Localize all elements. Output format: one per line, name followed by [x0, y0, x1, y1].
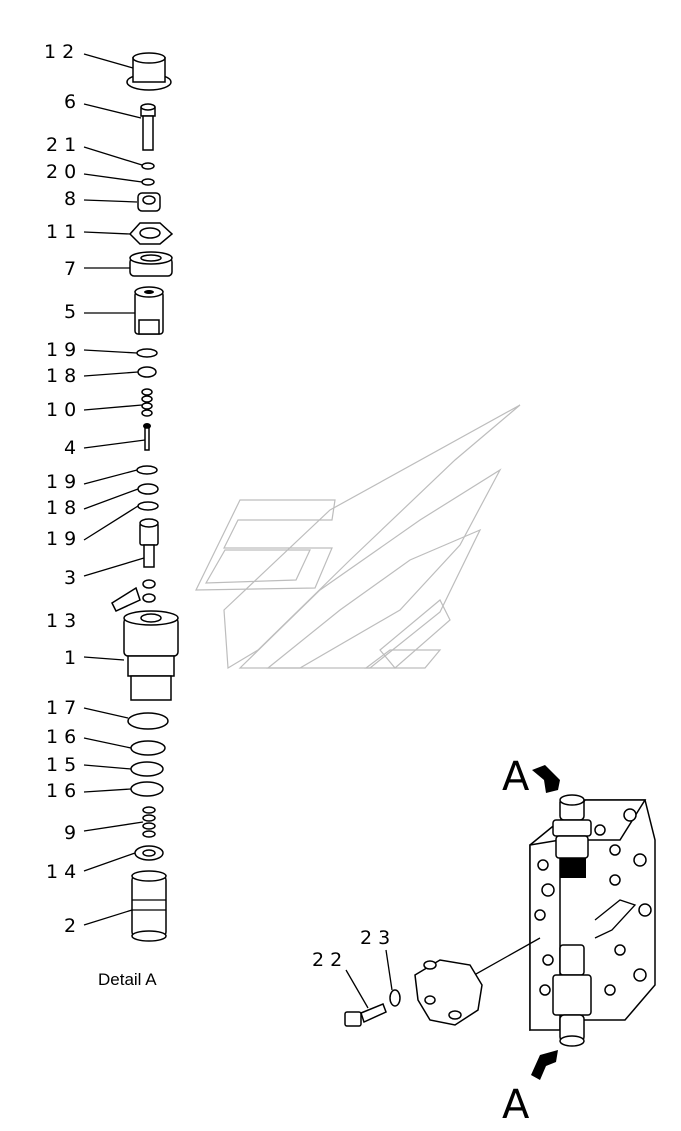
view-marker-top: A — [502, 754, 530, 800]
callout-20: 2 0 — [46, 161, 76, 183]
callout-19-a: 1 9 — [46, 339, 76, 361]
part-19-ring-b — [136, 465, 158, 475]
side-cover — [414, 959, 483, 1026]
callout-6: 6 — [64, 91, 76, 113]
part-6-pin — [140, 103, 156, 151]
valve-assembly — [459, 765, 656, 1080]
part-12-cap — [126, 52, 172, 91]
callout-11: 1 1 — [46, 221, 76, 243]
callout-21: 2 1 — [46, 134, 76, 156]
arrow-bottom — [531, 1050, 558, 1080]
callout-10: 1 0 — [46, 399, 76, 421]
part-14-washer — [134, 845, 164, 861]
detail-caption: Detail A — [98, 970, 157, 989]
watermark-logo — [195, 404, 521, 670]
part-1-body — [123, 610, 179, 701]
callout-17: 1 7 — [46, 697, 76, 719]
callout-2: 2 — [64, 915, 76, 937]
part-16-backup-b — [130, 781, 164, 797]
callout-9: 9 — [64, 822, 76, 844]
callout-3: 3 — [64, 567, 76, 589]
part-8-nut — [137, 192, 161, 212]
part-22-bolt — [344, 1003, 387, 1027]
callout-1: 1 — [64, 647, 76, 669]
part-9-spring — [142, 806, 156, 838]
part-20-ring — [141, 178, 155, 186]
callout-23: 2 3 — [360, 927, 390, 949]
part-11-plate — [128, 222, 174, 245]
part-10-spring — [141, 388, 153, 417]
callout-16-b: 1 6 — [46, 780, 76, 802]
part-16-backup-a — [130, 740, 166, 756]
callout-7: 7 — [64, 258, 76, 280]
part-19-ring-a — [136, 348, 158, 358]
part-5-body — [134, 286, 164, 335]
part-21-ring — [141, 162, 155, 170]
callout-5: 5 — [64, 301, 76, 323]
callout-22: 2 2 — [312, 949, 342, 971]
part-23-washer — [389, 989, 401, 1007]
leader-lines — [83, 53, 393, 1009]
part-13-tag — [111, 586, 141, 612]
callout-4: 4 — [64, 437, 76, 459]
part-19-ring-c — [137, 501, 159, 511]
callout-13: 1 3 — [46, 610, 76, 632]
callout-8: 8 — [64, 188, 76, 210]
callout-19-c: 1 9 — [46, 528, 76, 550]
part-15-oring — [130, 761, 164, 777]
part-13-washer-b — [142, 593, 156, 603]
part-4-poppet — [143, 423, 151, 451]
part-18-ring-b — [137, 483, 159, 495]
part-2-plug — [131, 870, 167, 942]
callout-labels: 1 2 6 2 1 2 0 8 1 1 7 5 1 9 1 8 1 0 4 1 … — [44, 41, 390, 971]
part-7-nut — [129, 251, 173, 277]
callout-18-b: 1 8 — [46, 497, 76, 519]
callout-12: 1 2 — [44, 41, 74, 63]
callout-15: 1 5 — [46, 754, 76, 776]
callout-18-a: 1 8 — [46, 365, 76, 387]
part-18-ring-a — [137, 366, 157, 378]
arrow-top — [532, 765, 560, 793]
callout-16-a: 1 6 — [46, 726, 76, 748]
callout-19-b: 1 9 — [46, 471, 76, 493]
part-13-washer-a — [142, 579, 156, 589]
view-marker-bottom: A — [502, 1082, 530, 1128]
part-17-oring — [127, 712, 169, 730]
callout-14: 1 4 — [46, 861, 76, 883]
part-3-sleeve — [139, 518, 159, 568]
